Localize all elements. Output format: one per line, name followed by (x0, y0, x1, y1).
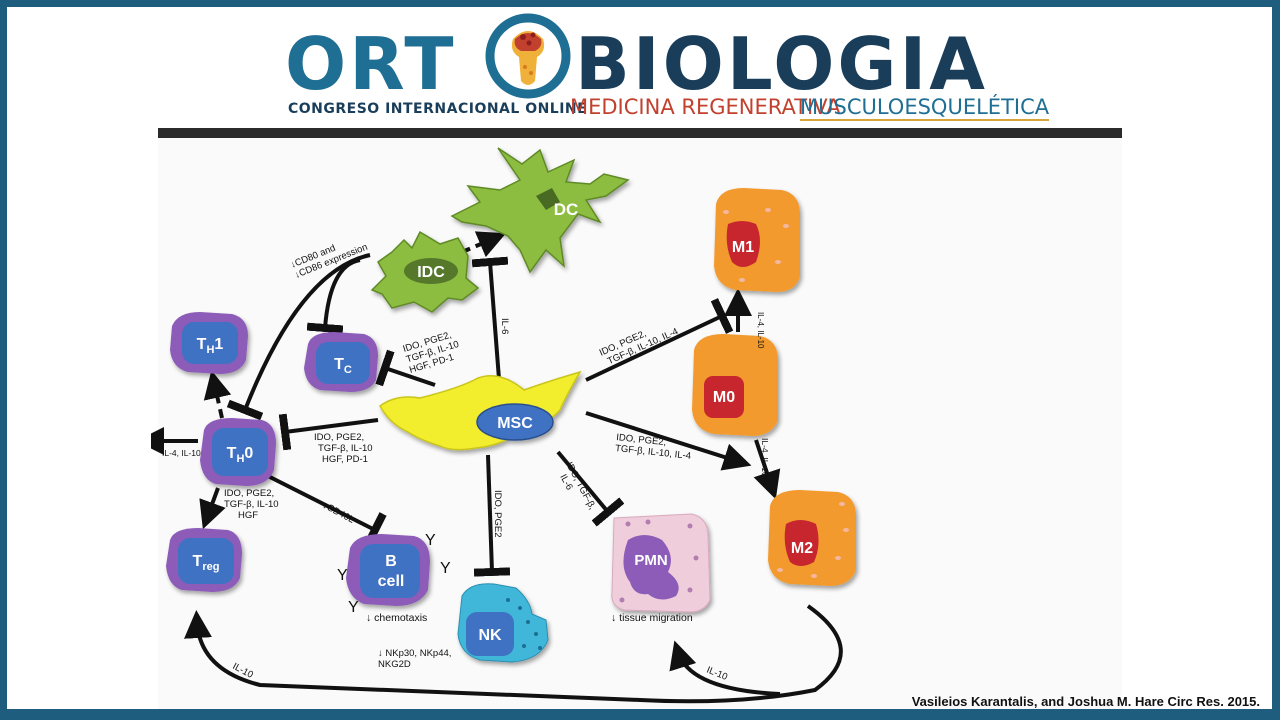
th0-to-treg-arrow (199, 487, 226, 530)
il4-il10-th2-label: IL-4, IL-10 (162, 448, 201, 458)
il4-il10-m1-label: IL-4, IL-10 (756, 312, 765, 349)
msc-to-m2-arrow (585, 411, 752, 471)
th0-label-main: T (227, 445, 237, 462)
th0-to-th1-dashed-arrow (203, 370, 232, 419)
msc-inhibits-m1-line (585, 298, 734, 382)
tc-cell: TC (304, 332, 378, 392)
msc-inhibits-th0-line (278, 413, 379, 451)
m0-cell: M0 (692, 334, 778, 436)
th1-label-suffix: 1 (214, 336, 223, 353)
il4-il10-m2-label: IL-4, IL-10 (760, 438, 770, 477)
citation-text: Vasileios Karantalis, and Joshua M. Hare… (911, 694, 1260, 709)
th0-cell: TH0 (200, 418, 276, 486)
chemotaxis-label: ↓ chemotaxis (366, 612, 427, 624)
svg-text:TH1: TH1 (197, 336, 224, 356)
nk-cell: NK (457, 583, 549, 663)
m2-granules (777, 502, 849, 578)
msc-inhibits-pmn-line (556, 450, 625, 527)
bone-joint-logo-icon (485, 13, 571, 99)
nkp-line2: NKG2D (378, 659, 411, 670)
th1-cell: TH1 (170, 312, 248, 374)
th1-label-sub: H (206, 344, 214, 356)
tc-label-main: T (334, 356, 344, 373)
logo-text-ort: ORT (285, 22, 457, 106)
m2-to-pmn-il10-arrow (669, 640, 781, 696)
th1-label-main: T (197, 336, 207, 353)
treg-cell: Treg (166, 528, 242, 592)
nkp-line1: ↓ NKp30, NKp44, (378, 648, 451, 659)
bcell-label-line1: B (385, 553, 397, 570)
m1-cell: M1 (714, 188, 800, 292)
antibody-symbols: Y Y Y Y (337, 532, 451, 616)
connectors (151, 231, 843, 704)
nkp-label: ↓ NKp30, NKp44, NKG2D (378, 648, 451, 670)
m0-to-m2-arrow (753, 439, 781, 500)
m1-granules (723, 208, 789, 282)
cd40l-label: ↓CD40L (321, 500, 356, 526)
antibody-icon-3: Y (440, 560, 451, 577)
antibody-icon-4: Y (348, 599, 359, 616)
idc-cell: IDC (370, 230, 480, 313)
svg-text:Treg: Treg (193, 553, 220, 573)
tc-label-sub: C (344, 364, 352, 376)
ido-pmn-label: IDO, TGF-β, IL-6 (557, 460, 597, 511)
slide: ORT BIOLOGIA CONGRESO INTERNACIONAL ONLI… (7, 7, 1272, 709)
logo-text-biologia: BIOLOGIA (575, 22, 989, 106)
treg-label-main: T (193, 553, 203, 570)
logo-subtitle-congress: CONGRESO INTERNACIONAL ONLINE (288, 101, 588, 117)
treg-label-sub: reg (202, 561, 219, 573)
ido-th0-line1: IDO, PGE2, (314, 432, 364, 443)
m2-to-treg-il10-arrow (184, 604, 843, 704)
dc-cell: DC (450, 147, 630, 274)
pmn-label: PMN (634, 552, 667, 569)
ido-m2-label: IDO, PGE2, TGF-β, IL-10, IL-4 (615, 432, 692, 462)
ido-treg-label: IDO, PGE2, TGF-β, IL-10 HGF (224, 488, 279, 521)
msc-inhibits-tc-line (375, 349, 436, 387)
ido-th0-line3: HGF, PD-1 (322, 454, 368, 465)
ido-th0-line2: TGF-β, IL-10 (318, 443, 373, 454)
m2-cell: M2 (768, 490, 856, 586)
bcell-label-line2: cell (378, 573, 405, 590)
ido-th0-label: IDO, PGE2, TGF-β, IL-10 HGF, PD-1 (314, 432, 373, 465)
m1-label: M1 (732, 239, 754, 256)
m2-label: M2 (791, 540, 813, 557)
msc-immunomodulation-diagram: DC IDC MSC TH1 TH2 TH0 (151, 147, 856, 704)
ido-nk-label: IDO, PGE2 (492, 490, 503, 538)
tissue-migration-label: ↓ tissue migration (611, 612, 693, 624)
th0-label-sub: H (236, 453, 244, 465)
idc-label: IDC (417, 264, 445, 281)
pmn-cell: PMN (611, 513, 711, 613)
msc-inhibits-nk-line (473, 454, 511, 577)
idc-inhibits-tc-line (306, 258, 361, 334)
ido-treg-line1: IDO, PGE2, (224, 488, 274, 499)
logo-subtitle-musculoskeletal: MUSCULOESQUELÉTICA (800, 95, 1050, 121)
ido-treg-line2: TGF-β, IL-10 (224, 499, 279, 510)
svg-text:TC: TC (334, 356, 352, 376)
logo-subtitle-regenerative: MEDICINA REGENERATIVA (570, 95, 841, 119)
header-divider-bar (158, 128, 1122, 138)
nk-label: NK (478, 627, 502, 644)
th0-label-suffix: 0 (244, 445, 253, 462)
ido-tc-label: IDO, PGE2, TGF-β, IL-10 HGF, PD-1 (402, 330, 461, 376)
nk-granules (506, 598, 542, 650)
th0-inhibits-bcell-line (259, 470, 387, 548)
il6-label: IL-6 (499, 318, 510, 334)
msc-inhibits-dc-line (471, 256, 509, 393)
congress-logo: ORT BIOLOGIA CONGRESO INTERNACIONAL ONLI… (7, 7, 1272, 137)
diagram-panel: DC IDC MSC TH1 TH2 TH0 (151, 138, 1122, 709)
b-cell: B cell (346, 534, 430, 606)
pmn-granules (619, 519, 699, 603)
dc-label: DC (554, 200, 579, 219)
msc-cell: MSC (379, 370, 582, 451)
svg-text:TH0: TH0 (227, 445, 254, 465)
msc-label: MSC (497, 415, 533, 432)
ido-treg-line3: HGF (238, 510, 258, 521)
antibody-icon-2: Y (337, 567, 348, 584)
ido-m2-line1: IDO, PGE2, (616, 432, 667, 448)
antibody-icon-1: Y (425, 532, 436, 549)
m0-label: M0 (713, 389, 735, 406)
